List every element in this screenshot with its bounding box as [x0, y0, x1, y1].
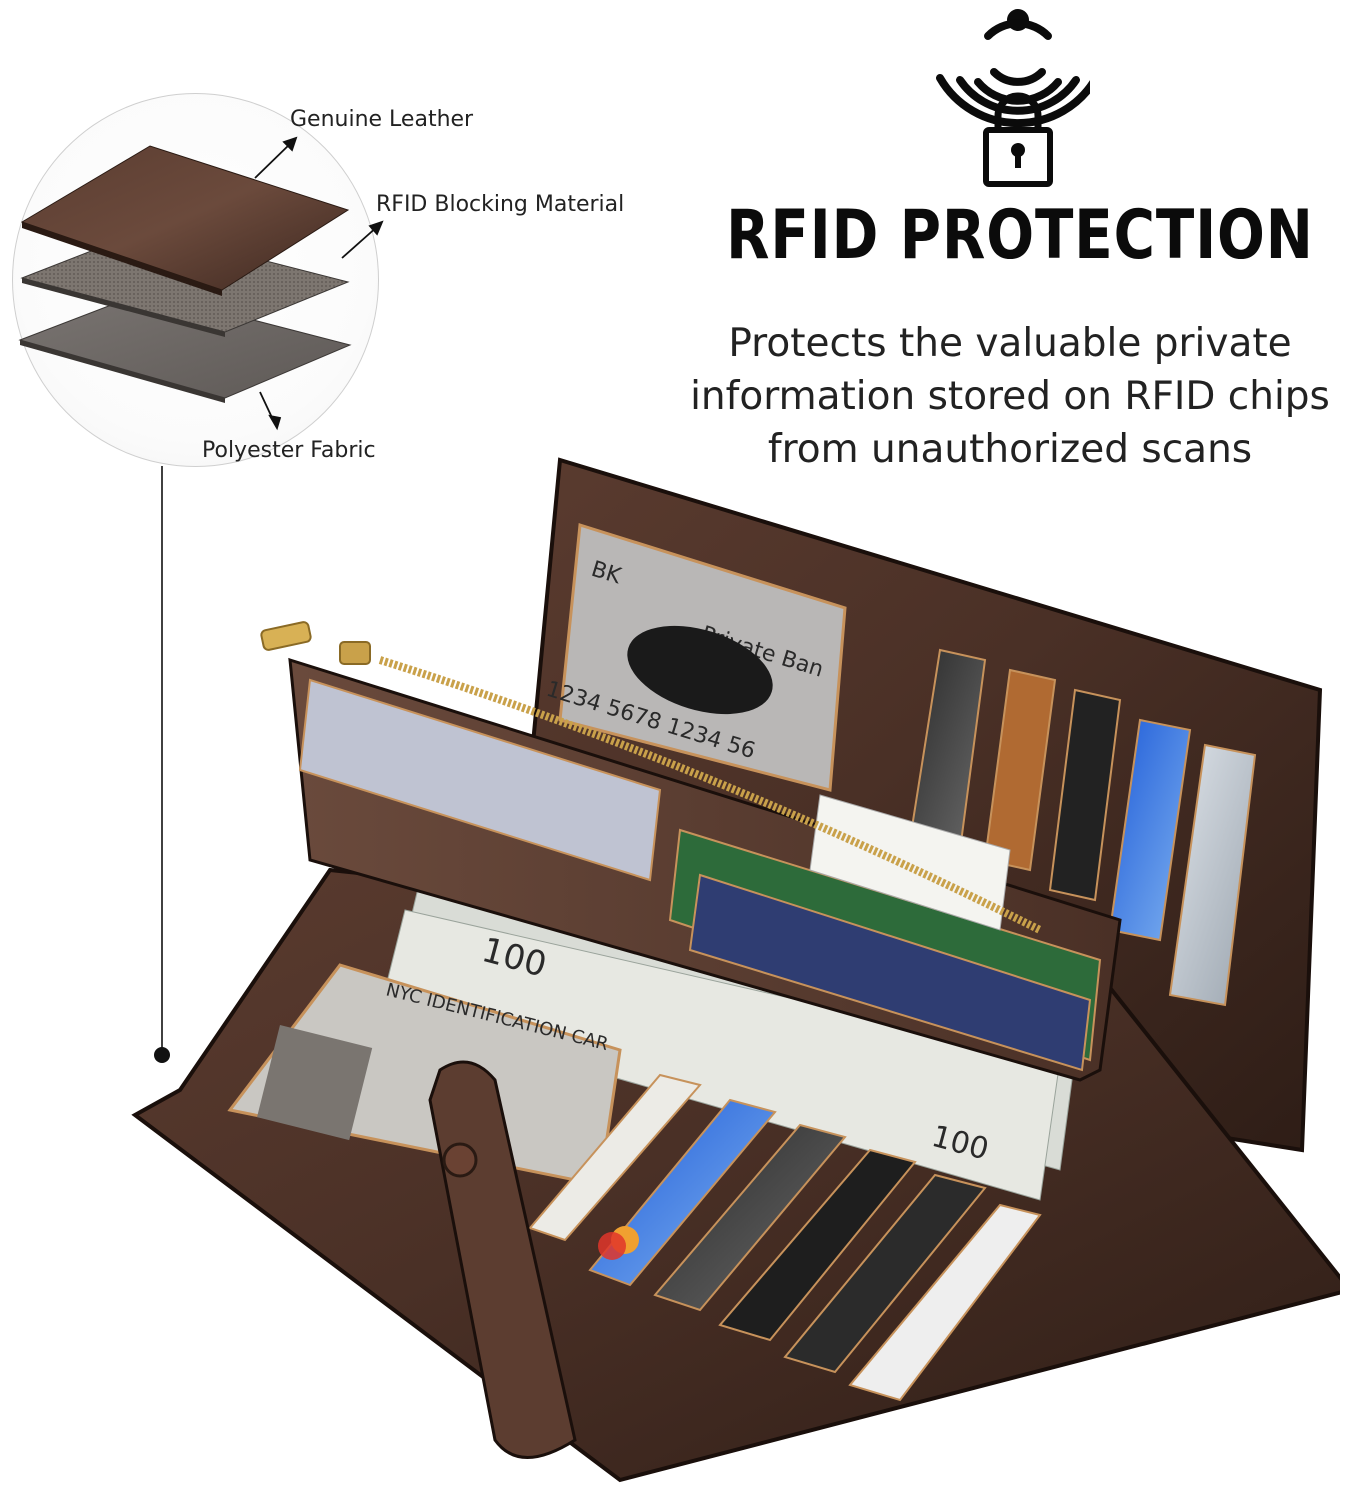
polyester-layer: [18, 291, 352, 399]
rfid-protection-heading: RFID PROTECTION: [726, 196, 1314, 275]
upper-card-slots: [908, 648, 1257, 1007]
leader-dot: [154, 1047, 170, 1063]
zipper-pocket-cards: [298, 678, 1102, 1072]
layer-arrows: [254, 136, 384, 431]
wallet-photo: BK Private Ban 1234 5678 1234 56 100 100…: [131, 457, 1340, 1483]
label-genuine-leather: Genuine Leather: [290, 107, 474, 132]
zipper-pull: [260, 621, 371, 665]
snap-button: [442, 1142, 478, 1178]
label-rfid-blocking-material: RFID Blocking Material: [376, 192, 625, 217]
description-line-1: Protects the valuable private: [728, 321, 1292, 366]
lower-card-slots: [528, 1073, 1042, 1402]
cash-bills: 100 100: [379, 879, 1081, 1201]
label-polyester-fabric: Polyester Fabric: [202, 438, 376, 463]
description-line-2: information stored on RFID chips: [690, 374, 1330, 419]
zipper-track: [378, 656, 1042, 934]
description-line-3: from unauthorized scans: [767, 427, 1253, 472]
rfid-lock-icon: [936, 9, 1090, 187]
